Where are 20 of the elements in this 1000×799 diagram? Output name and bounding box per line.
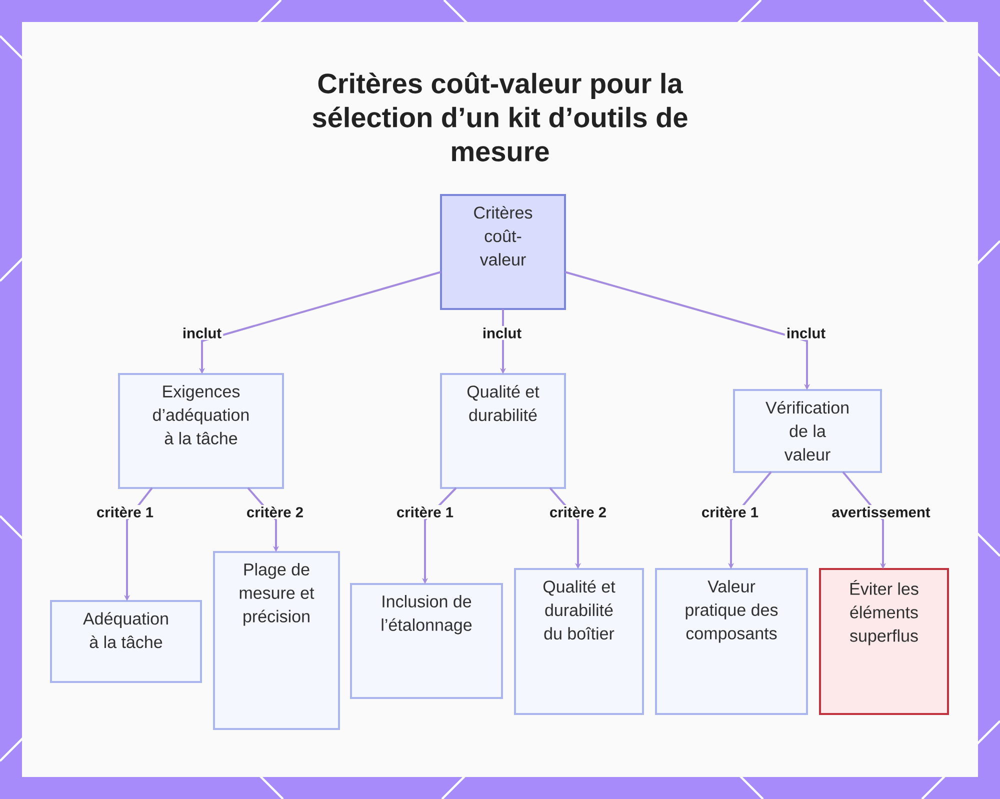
edge-label: inclut <box>180 326 224 340</box>
process-box: Qualité et durabilité <box>440 373 566 489</box>
edge-label: inclut <box>784 326 828 340</box>
edge-label: inclut <box>480 326 524 340</box>
edge-label: avertissement <box>830 505 932 519</box>
edge-label: critère 1 <box>700 504 760 520</box>
edge-label: critère 2 <box>548 504 608 520</box>
process-box: Valeur pratique des composants <box>655 568 808 715</box>
title: Critères coût-valeur pour la sélection d’un kit d’outils de mesure <box>312 72 688 162</box>
process-box: Exigences d’adéquation à la tâche <box>118 373 284 489</box>
process-box: Critères coût-valeur <box>440 194 566 310</box>
warning-box: Éviter les éléments superflus <box>819 568 949 715</box>
process-box: Inclusion de l’étalonnage <box>350 583 503 699</box>
edge-label: critère 1 <box>94 504 156 520</box>
process-box: Vérification de la valeur <box>733 389 882 473</box>
process-box: Adéquation à la tâche <box>50 600 202 683</box>
process-box: Plage de mesure et précision <box>213 551 340 730</box>
process-box: Qualité et durabilité du boîtier <box>514 568 644 715</box>
edge-label: critère 2 <box>244 504 306 520</box>
edge-label: critère 1 <box>394 504 456 520</box>
